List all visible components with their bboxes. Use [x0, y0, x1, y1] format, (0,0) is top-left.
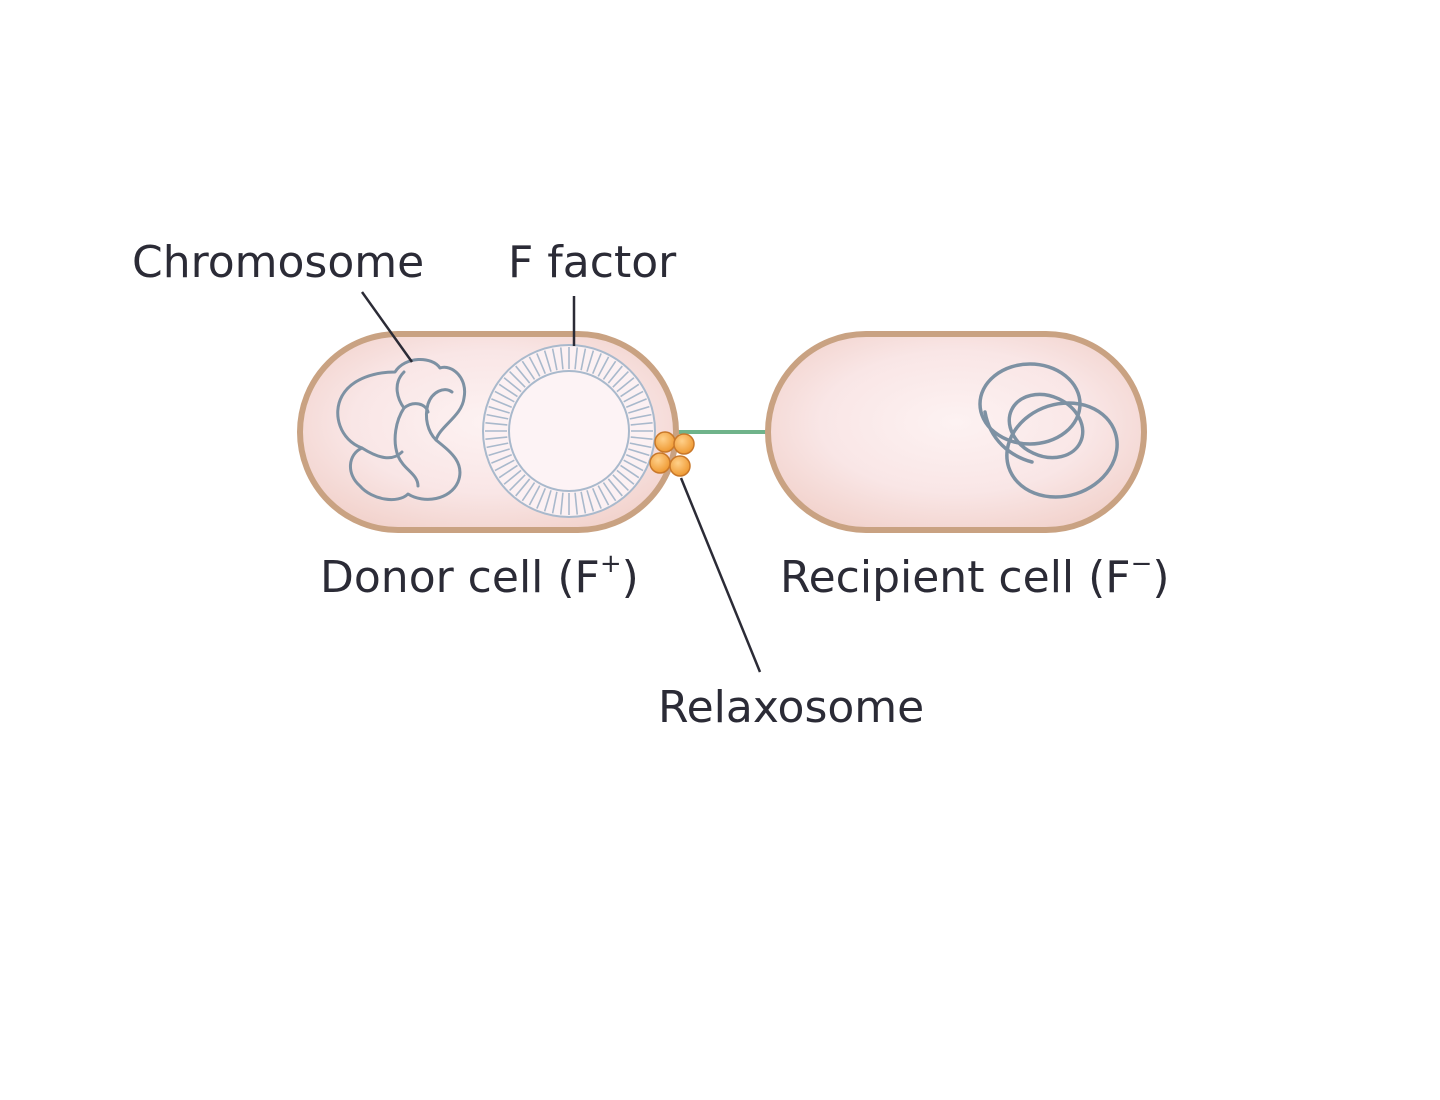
f-factor-tick — [528, 356, 541, 377]
f-factor-tick — [602, 482, 617, 502]
f-factor-tick — [623, 390, 644, 403]
f-factor-tick — [559, 492, 564, 515]
f-factor-tick — [591, 353, 602, 375]
recipient-cell-label-close: ) — [1152, 552, 1169, 603]
f-factor-tick — [536, 353, 547, 375]
f-factor-tick — [498, 383, 518, 398]
f-factor-tick — [551, 491, 558, 514]
f-factor-tick — [485, 421, 508, 426]
f-factor-tick — [536, 487, 547, 509]
chromosome-label: Chromosome — [132, 237, 424, 288]
f-factor-tick — [551, 348, 558, 371]
f-factor-tick — [503, 377, 522, 393]
relaxosome-label: Relaxosome — [658, 682, 924, 733]
f-factor-tick — [494, 459, 515, 472]
relaxosome-sphere — [654, 431, 676, 453]
recipient-chromosome — [978, 362, 1119, 499]
f-factor-tick — [488, 405, 510, 414]
f-factor-tick — [491, 398, 513, 409]
f-factor-tick — [591, 487, 602, 509]
f-factor-tick — [515, 365, 531, 384]
donor-chromosome — [336, 358, 467, 502]
donor-cell — [297, 331, 695, 533]
f-factor-tick — [620, 383, 640, 398]
f-factor-tick — [629, 413, 652, 420]
f-factor-tick — [625, 398, 647, 409]
f-factor-tick — [521, 482, 536, 502]
f-factor-tick — [612, 474, 629, 491]
relaxosome-sphere — [669, 455, 691, 477]
f-factor-tick — [623, 459, 644, 472]
f-factor-tick — [503, 469, 522, 485]
f-factor-tick — [586, 350, 595, 372]
f-factor-tick — [612, 371, 629, 388]
f-factor-tick — [597, 485, 610, 506]
f-factor-tick — [521, 360, 536, 380]
relaxosome — [649, 431, 695, 477]
f-factor-tick — [607, 478, 623, 497]
f-factor-plasmid — [482, 344, 656, 518]
recipient-cell-label: Recipient cell (F−) — [780, 549, 1170, 603]
recipient-cell-label-superscript: − — [1131, 549, 1153, 579]
recipient-cell — [765, 331, 1147, 533]
relaxosome-leader-line — [679, 477, 762, 673]
f-factor-tick — [628, 448, 650, 457]
f-factor-tick — [580, 491, 587, 514]
f-factor-tick — [629, 442, 652, 449]
f-factor-tick — [616, 377, 635, 393]
f-factor-tick — [602, 360, 617, 380]
recipient-cell-membrane — [765, 331, 1147, 533]
donor-cell-label-close: ) — [622, 552, 639, 603]
f-factor-tick — [488, 448, 510, 457]
donor-cell-label: Donor cell (F+) — [320, 549, 639, 603]
f-factor-tick — [628, 405, 650, 414]
f-factor-tick — [574, 492, 579, 515]
f-factor-tick — [485, 436, 508, 441]
f-factor-tick — [494, 390, 515, 403]
f-factor-tick — [515, 478, 531, 497]
f-factor-tick — [625, 453, 647, 464]
donor-cell-label-superscript: + — [600, 549, 622, 579]
f-factor-tick — [597, 356, 610, 377]
f-factor-tick — [543, 490, 552, 512]
f-factor-tick — [620, 464, 640, 479]
f-factor-tick — [574, 347, 579, 370]
f-factor-label: F factor — [508, 237, 677, 288]
f-factor-tick — [630, 421, 653, 426]
f-factor-tick — [509, 474, 526, 491]
relaxosome-sphere — [649, 452, 671, 474]
f-factor-tick — [486, 413, 509, 420]
relaxosome-sphere — [673, 433, 695, 455]
f-factor-tick — [509, 371, 526, 388]
leader-lines — [360, 291, 762, 673]
f-factor-tick — [543, 350, 552, 372]
recipient-cell-label-main: Recipient cell (F — [780, 552, 1131, 603]
f-factor-tick — [630, 436, 653, 441]
donor-cell-label-main: Donor cell (F — [320, 552, 600, 603]
f-factor-tick — [580, 348, 587, 371]
chromosome-leader-line — [360, 291, 414, 363]
f-factor-tick — [607, 365, 623, 384]
f-factor-tick — [586, 490, 595, 512]
f-factor-tick — [559, 347, 564, 370]
f-factor-tick — [528, 485, 541, 506]
f-factor-ticks — [485, 347, 653, 515]
f-factor-tick — [616, 469, 635, 485]
f-factor-tick — [498, 464, 518, 479]
f-factor-tick — [491, 453, 513, 464]
f-factor-tick — [486, 442, 509, 449]
